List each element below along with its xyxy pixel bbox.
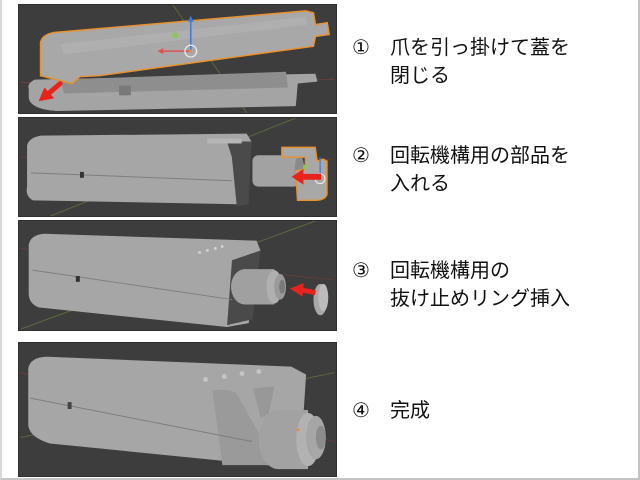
step-1-line-1: 爪を引っ掛けて蓋を [390,35,570,59]
step-1-line-2: 閉じる [390,63,450,87]
step-2-line-1: 回転機構用の部品を [390,143,570,167]
step-3-line-2: 抜け止めリング挿入 [390,286,570,310]
step-2-number: ② [352,143,370,167]
step-4-image [18,342,337,477]
step-2-line-2: 入れる [390,171,450,195]
step-3-line-1: 回転機構用の [390,258,510,282]
step-4-number: ④ [352,398,370,422]
part-insertion-illustration [21,118,334,216]
lid-closing-illustration [20,5,335,113]
step-3-image [18,220,337,331]
step-1-number: ① [352,35,370,59]
ring-insertion-illustration [20,221,335,330]
step-1-image [18,4,337,114]
step-4-line-1: 完成 [390,398,430,422]
step-3-number: ③ [352,258,370,282]
completed-assembly-illustration [20,356,335,470]
step-2-image [18,117,337,217]
